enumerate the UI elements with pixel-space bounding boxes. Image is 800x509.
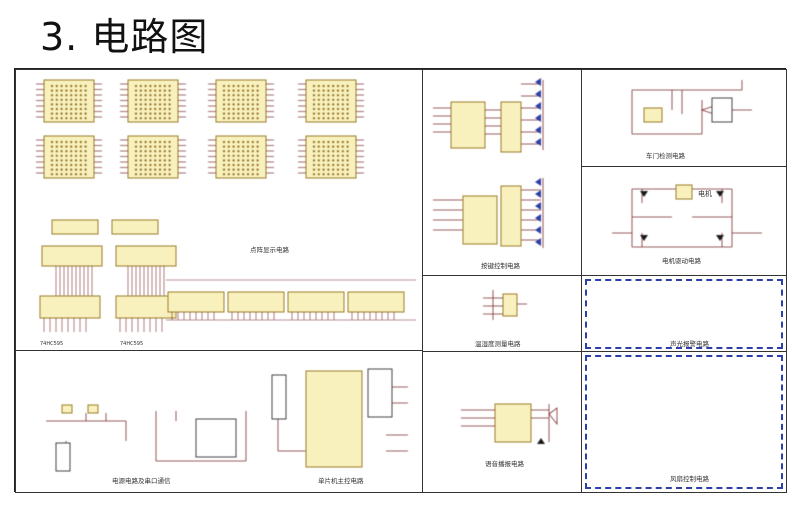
mcu-caption: 单片机主控电路 — [318, 477, 364, 485]
schematic-board: 点阵显示电路 74HC595 74HC595 — [14, 68, 787, 493]
keys-caption: 按键控制电路 — [481, 262, 520, 270]
panel-door-detect: 车门检测电路 — [581, 69, 787, 167]
fan-placeholder-frame — [585, 355, 783, 489]
driver-caption-2: 74HC595 — [120, 341, 144, 347]
power-mcu-schematic — [46, 368, 408, 472]
panel-alarm: 声光报警电路 — [581, 275, 787, 352]
temperature-schematic — [483, 290, 527, 320]
panel-voice: 语音播报电路 — [422, 351, 582, 493]
panel-fan: 风扇控制电路 — [581, 351, 787, 493]
page-title: 3. 电路图 — [40, 15, 209, 59]
power-caption: 电源电路及串口通信 — [112, 477, 171, 485]
voice-schematic — [461, 403, 558, 444]
driver-caption-1: 74HC595 — [40, 341, 64, 347]
door-detect-schematic — [631, 80, 752, 135]
motor-drive-schematic — [612, 184, 762, 248]
panel-temperature: 温湿度测量电路 — [422, 275, 582, 352]
door-caption: 车门检测电路 — [646, 152, 685, 160]
display-caption: 点阵显示电路 — [250, 246, 289, 254]
alarm-caption: 声光报警电路 — [670, 340, 709, 348]
led-matrix-schematic — [36, 79, 416, 332]
temp-caption: 温湿度测量电路 — [475, 340, 521, 348]
key-control-schematic — [433, 78, 544, 248]
panel-led-matrix: 点阵显示电路 74HC595 74HC595 — [15, 69, 423, 351]
panel-power-serial: 电源电路及串口通信 单片机主控电路 — [15, 350, 423, 493]
voice-caption: 语音播报电路 — [485, 460, 524, 468]
panel-motor-drive: 电机 电机驱动电路 — [581, 166, 787, 276]
fan-caption: 风扇控制电路 — [670, 475, 709, 483]
motor-caption: 电机驱动电路 — [662, 257, 701, 265]
alarm-placeholder-frame — [585, 279, 783, 349]
panel-key-control: 按键控制电路 — [422, 69, 582, 276]
motor-label: 电机 — [698, 190, 712, 198]
